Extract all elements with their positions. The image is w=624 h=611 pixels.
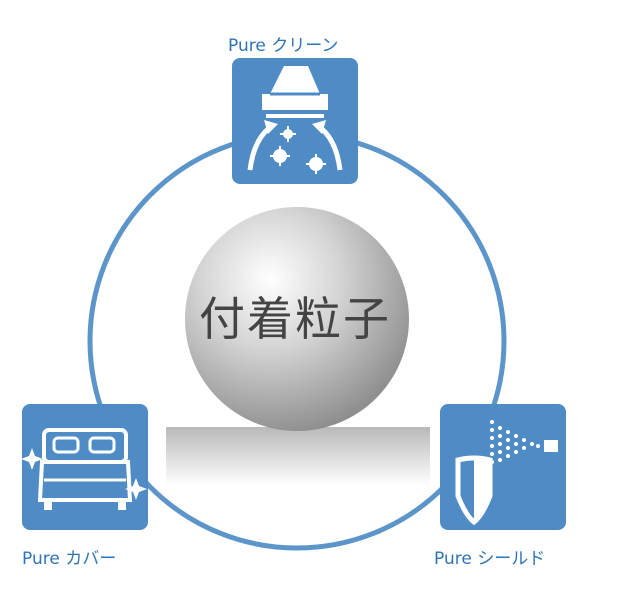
node-label-clean: Pure クリーン [228, 36, 339, 56]
node-shield [440, 404, 566, 530]
bed-icon [21, 428, 147, 510]
air-purifier-icon [247, 66, 343, 174]
node-label-shield: Pure シールド [434, 549, 546, 569]
shield-spray-icon [455, 420, 558, 526]
node-cover [21, 404, 148, 530]
node-clean [232, 58, 358, 184]
center-label: 付着粒子 [199, 292, 391, 346]
particle-sphere [185, 207, 409, 431]
node-label-cover: Pure カバー [22, 549, 117, 569]
surface-platform [166, 427, 430, 485]
